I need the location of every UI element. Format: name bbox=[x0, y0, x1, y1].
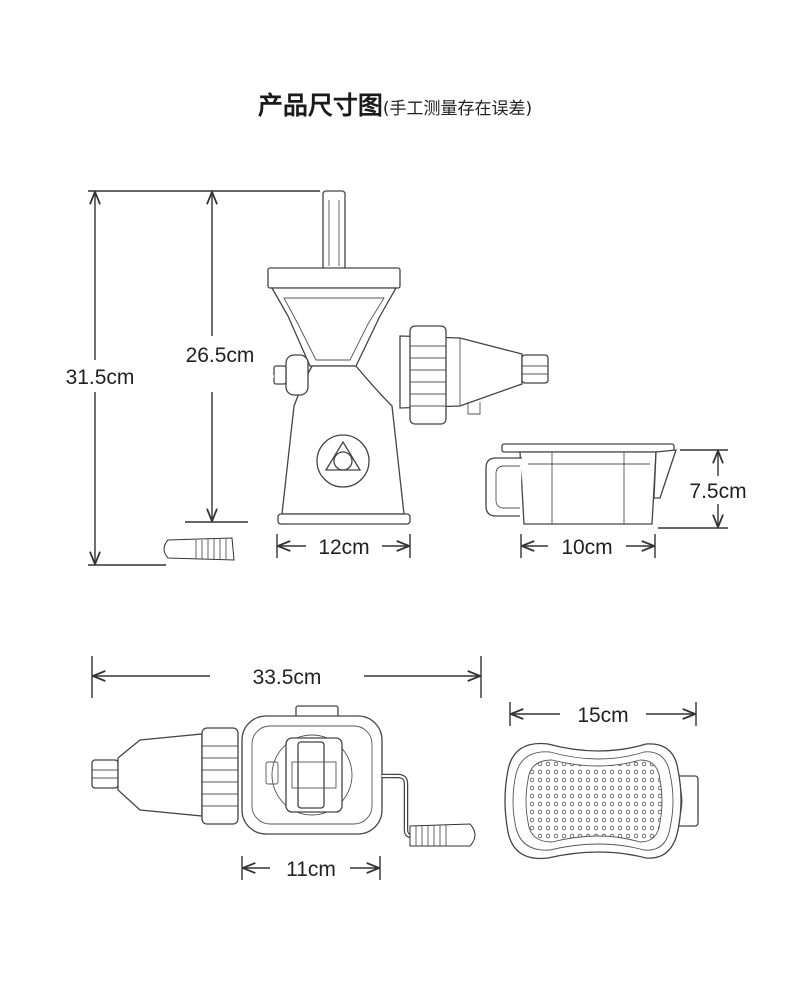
label-base-width: 12cm bbox=[318, 536, 369, 559]
title-main: 产品尺寸图 bbox=[257, 91, 383, 120]
label-body-height: 26.5cm bbox=[186, 344, 255, 367]
diagram-title: 产品尺寸图(手工测量存在误差) bbox=[0, 86, 790, 122]
label-total-length: 33.5cm bbox=[253, 666, 322, 689]
juicer-front-view bbox=[163, 190, 549, 561]
dim-cup-height: 7.5cm bbox=[658, 449, 747, 529]
dim-cup-length: 15cm bbox=[509, 702, 697, 727]
cup-front-view bbox=[485, 443, 677, 525]
dim-total-height: 31.5cm bbox=[66, 190, 320, 566]
label-cup-length: 15cm bbox=[577, 704, 628, 727]
dim-top-width: 11cm bbox=[241, 856, 381, 881]
dim-body-height: 26.5cm bbox=[185, 193, 255, 523]
label-total-height: 31.5cm bbox=[66, 366, 135, 389]
title-note: (手工测量存在误差) bbox=[382, 99, 533, 119]
juicer-top-view bbox=[91, 705, 476, 847]
cup-top-view bbox=[504, 742, 699, 860]
label-top-width: 11cm bbox=[286, 858, 336, 881]
dim-base-width: 12cm bbox=[276, 534, 411, 559]
label-cup-width: 10cm bbox=[561, 536, 612, 559]
label-cup-height: 7.5cm bbox=[689, 480, 746, 503]
dim-cup-width: 10cm bbox=[520, 534, 656, 559]
dim-total-length: 33.5cm bbox=[91, 656, 482, 698]
